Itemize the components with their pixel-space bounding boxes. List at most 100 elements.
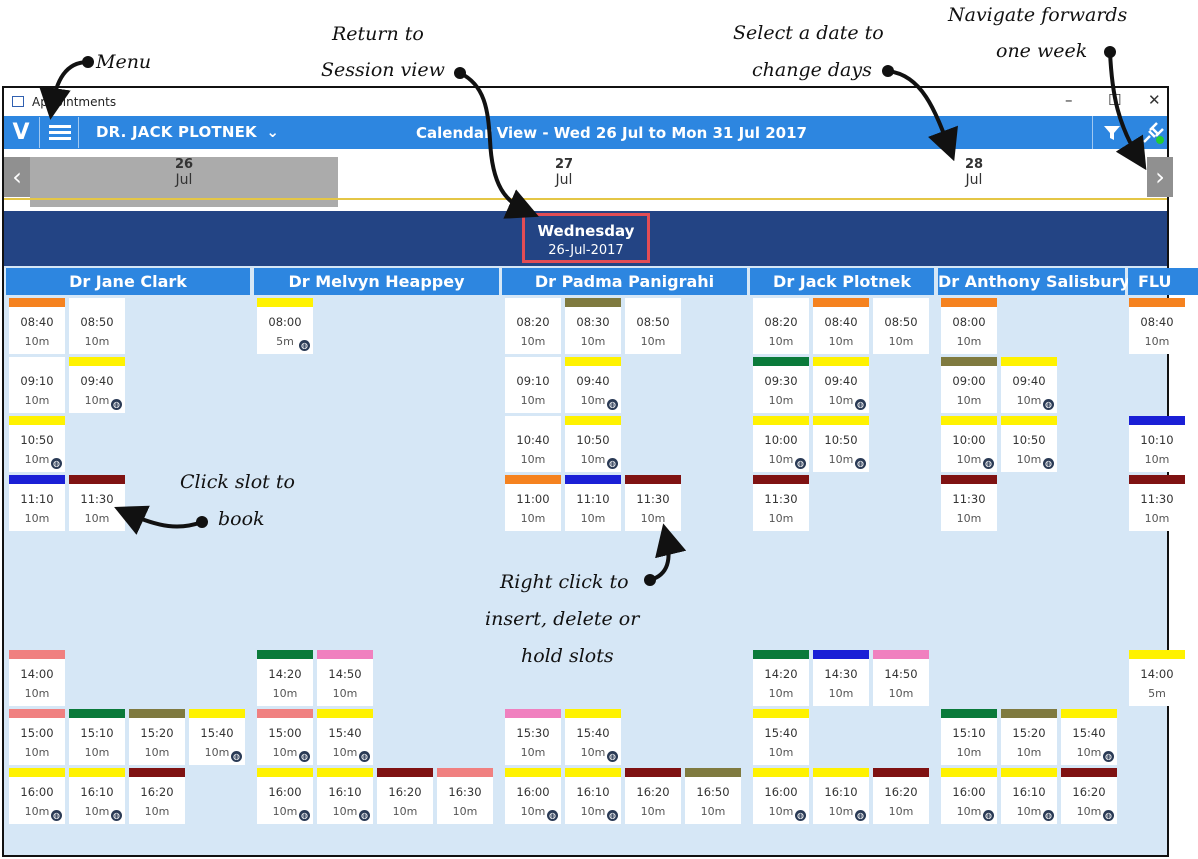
slot-time: 10:10	[1140, 433, 1174, 447]
close-button[interactable]: ✕	[1148, 91, 1161, 109]
plug-icon[interactable]	[1140, 120, 1166, 146]
slot-type-bar	[813, 357, 869, 366]
slot-type-bar	[941, 709, 997, 718]
filter-icon[interactable]	[1103, 124, 1121, 142]
day-date: 26-Jul-2017	[548, 243, 624, 258]
arrow-forward	[1108, 50, 1147, 171]
slot-duration: 10m	[888, 687, 914, 700]
globe-icon: ◍	[607, 810, 618, 821]
menu-button[interactable]	[39, 117, 79, 148]
slot-type-bar	[129, 768, 185, 777]
date-cell-27[interactable]: 27 Jul	[364, 157, 764, 197]
slot-duration: 10m	[520, 512, 546, 525]
user-selector[interactable]: DR. JACK PLOTNEK ⌄	[96, 123, 279, 141]
clinician-header-3: Dr Jack Plotnek	[750, 268, 934, 295]
session-view-button[interactable]: Wednesday 26-Jul-2017	[522, 213, 650, 263]
slot-duration: 10m	[580, 805, 606, 818]
user-name: DR. JACK PLOTNEK	[96, 123, 257, 141]
slot-type-bar	[941, 768, 997, 777]
slot-type-bar	[625, 768, 681, 777]
minimize-button[interactable]: –	[1065, 91, 1073, 109]
date-cell-26[interactable]: 26 Jul	[30, 157, 338, 197]
slot-type-bar	[813, 416, 869, 425]
slot-type-bar	[317, 709, 373, 718]
previous-week-button[interactable]: ‹	[4, 157, 30, 197]
slot-type-bar	[9, 298, 65, 307]
date-cell-28[interactable]: 28 Jul	[774, 157, 1174, 197]
slot-type-bar	[753, 768, 809, 777]
next-week-button[interactable]: ›	[1147, 157, 1173, 197]
